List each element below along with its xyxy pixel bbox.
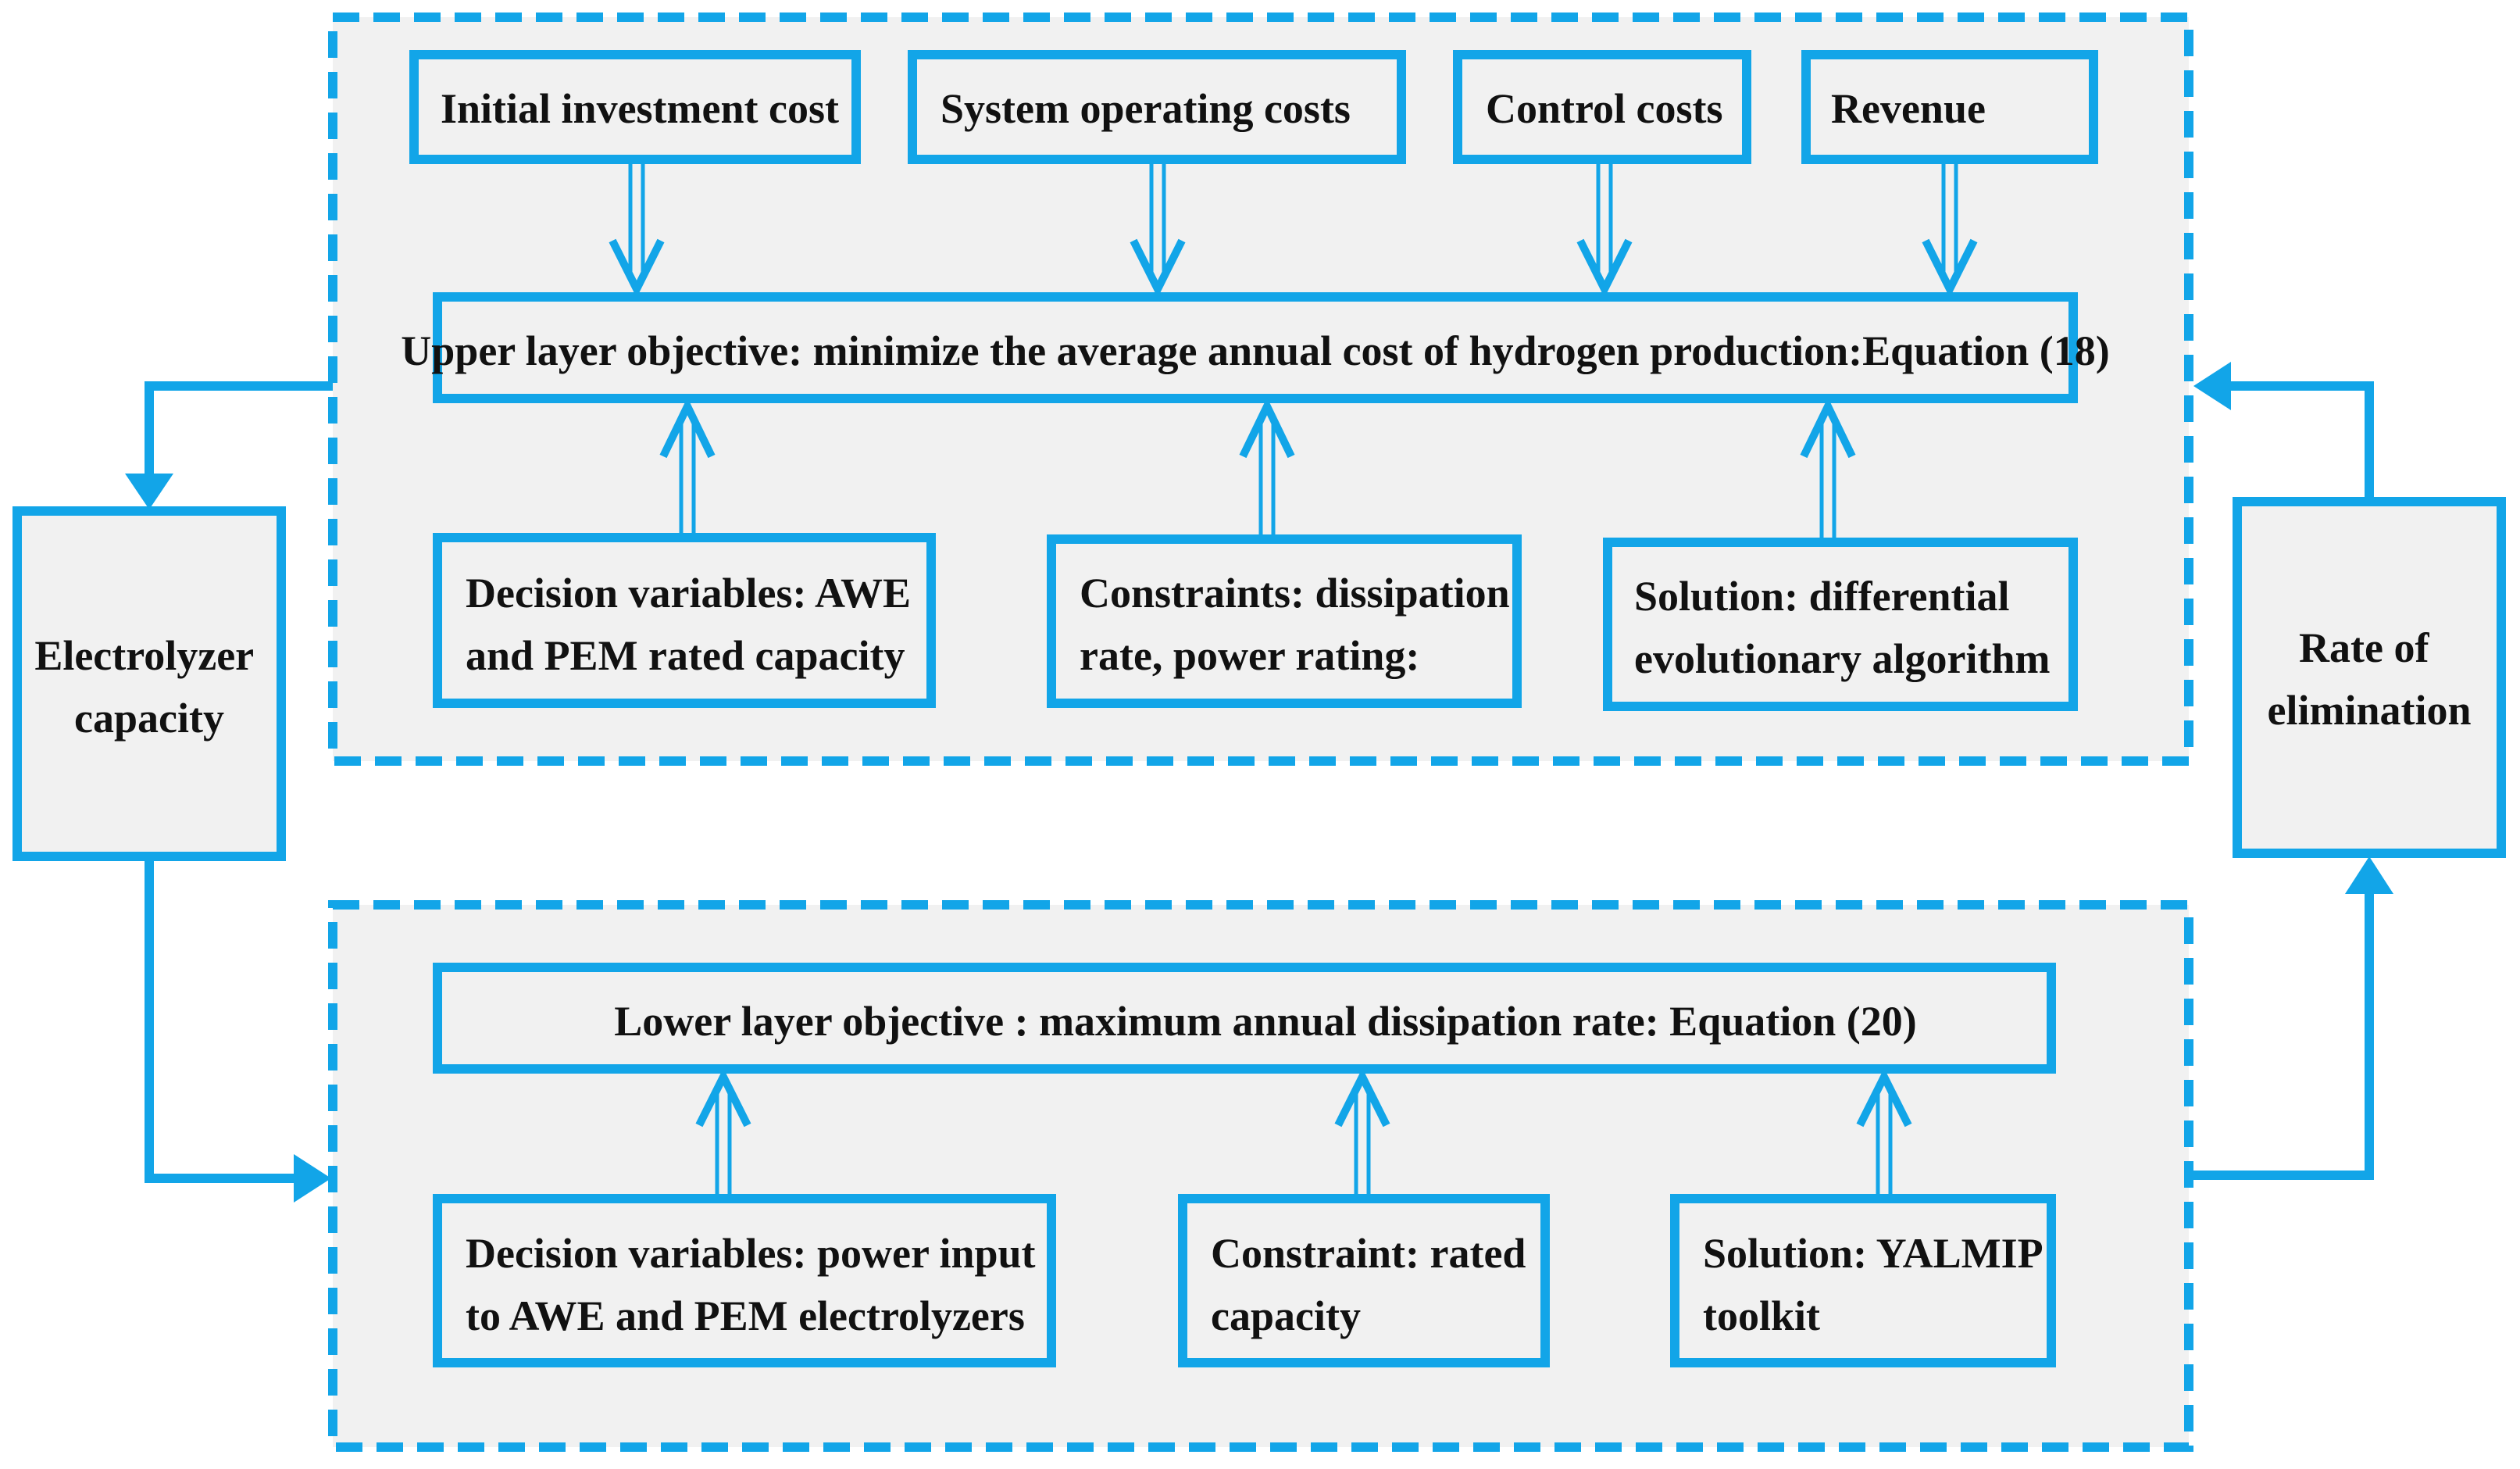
revenue-box: [1801, 50, 2098, 164]
rate-of-elimination-box: [2233, 497, 2506, 858]
revenue-label: Revenue: [1831, 85, 1986, 132]
lower-objective-label: Lower layer objective : maximum annual d…: [614, 998, 1917, 1045]
down-arrow-initial-investment: [609, 164, 665, 298]
connector-electrolyzer-to-lower: [145, 856, 297, 1183]
down-arrow-system-operating: [1130, 164, 1186, 298]
lower-constraint-line-2: capacity: [1211, 1292, 1361, 1339]
upper-decision-line-1: Decision variables: AWE: [466, 570, 911, 617]
lower-constraint-label: Constraint: rated capacity: [1211, 1230, 1537, 1339]
lower-decision-variables-box: [433, 1194, 1056, 1367]
upper-decision-variables-label: Decision variables: AWE and PEM rated ca…: [466, 570, 922, 679]
lower-constraint-line-1: Constraint: rated: [1211, 1230, 1526, 1277]
lower-solution-line-2: toolkit: [1703, 1292, 1820, 1339]
electrolyzer-capacity-line-1: Electrolyzer: [34, 632, 253, 679]
lower-constraint-box: [1178, 1194, 1550, 1367]
arrowhead-to-electrolyzer: [125, 474, 173, 509]
electrolyzer-capacity-box: [12, 506, 286, 861]
lower-decision-variables-label: Decision variables: power input to AWE a…: [466, 1230, 1046, 1339]
upper-solution-box: [1603, 538, 2078, 711]
system-operating-costs-label: System operating costs: [941, 85, 1351, 132]
upper-solution-line-2: evolutionary algorithm: [1634, 635, 2050, 682]
upper-constraints-box: [1047, 534, 1522, 708]
initial-investment-cost-box: [409, 50, 861, 164]
upper-objective-label: Upper layer objective: minimize the aver…: [401, 327, 2109, 374]
connector-rate-to-upper: [2228, 381, 2374, 502]
lower-solution-line-1: Solution: YALMIP: [1703, 1230, 2043, 1277]
up-arrow-upper-solution: [1800, 397, 1856, 538]
upper-objective-box: [433, 292, 2078, 403]
system-operating-costs-box: [908, 50, 1406, 164]
up-arrow-lower-solution: [1856, 1067, 1912, 1194]
upper-constraints-line-2: rate, power rating:: [1080, 632, 1419, 679]
upper-solution-label: Solution: differential evolutionary algo…: [1634, 573, 2050, 682]
electrolyzer-capacity-label: Electrolyzer capacity: [34, 632, 263, 742]
down-arrow-control-costs: [1576, 164, 1633, 298]
lower-decision-line-1: Decision variables: power input: [466, 1230, 1036, 1277]
upper-constraints-label: Constraints: dissipation rate, power rat…: [1080, 570, 1520, 679]
connector-upper-to-electrolyzer: [145, 381, 333, 477]
arrowhead-to-rate-of-elimination: [2345, 856, 2393, 894]
up-arrow-upper-decision: [659, 397, 716, 533]
lower-solution-box: [1670, 1194, 2056, 1367]
lower-decision-line-2: to AWE and PEM electrolyzers: [466, 1292, 1025, 1339]
upper-decision-variables-box: [433, 533, 936, 708]
control-costs-box: [1453, 50, 1751, 164]
upper-solution-line-1: Solution: differential: [1634, 573, 2010, 620]
rate-of-elimination-line-1: Rate of: [2299, 624, 2429, 671]
lower-solution-label: Solution: YALMIP toolkit: [1703, 1230, 2051, 1339]
rate-of-elimination-label: Rate of elimination: [2267, 624, 2471, 734]
lower-objective-box: [433, 963, 2056, 1074]
upper-constraints-line-1: Constraints: dissipation: [1080, 570, 1510, 617]
upper-decision-line-2: and PEM rated capacity: [466, 632, 905, 679]
up-arrow-upper-constraints: [1239, 397, 1295, 534]
arrowhead-to-upper-layer: [2193, 362, 2231, 410]
initial-investment-cost-label: Initial investment cost: [441, 85, 839, 132]
up-arrow-lower-decision: [695, 1067, 751, 1194]
control-costs-label: Control costs: [1486, 85, 1723, 132]
arrowhead-to-lower-layer: [294, 1154, 331, 1203]
down-arrow-revenue: [1922, 164, 1978, 298]
rate-of-elimination-line-2: elimination: [2267, 687, 2471, 734]
connector-lower-to-rate: [2189, 891, 2374, 1180]
electrolyzer-capacity-line-2: capacity: [74, 695, 224, 742]
up-arrow-lower-constraint: [1334, 1067, 1390, 1194]
